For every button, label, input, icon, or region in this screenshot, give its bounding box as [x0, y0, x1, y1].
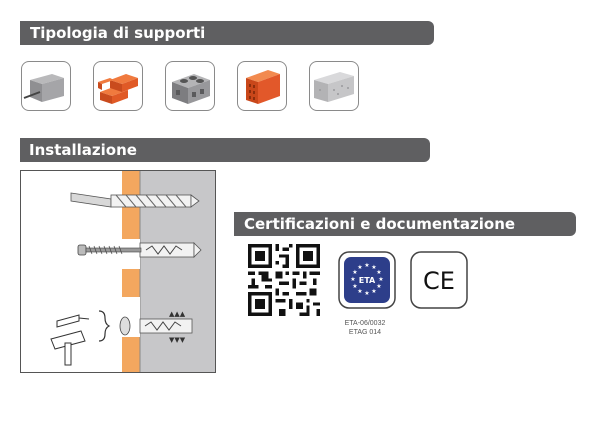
- svg-text:★: ★: [376, 269, 381, 276]
- svg-text:★: ★: [357, 288, 362, 295]
- support-hollow-brick-tile: [237, 61, 287, 111]
- hollow-brick-icon: [246, 70, 280, 104]
- section-header-installazione: Installazione: [20, 138, 430, 162]
- etag-number: ETAG 014: [348, 329, 382, 336]
- svg-text:★: ★: [364, 262, 369, 269]
- installation-diagram: ▲▲▲ ▼▼▼: [20, 170, 216, 373]
- eta-badge-text: ETA: [359, 276, 376, 285]
- qr-code-icon[interactable]: [248, 244, 320, 316]
- svg-text:★: ★: [371, 288, 376, 295]
- svg-text:▲▲▲: ▲▲▲: [169, 310, 186, 318]
- ce-mark-icon: CE: [410, 251, 468, 309]
- section-header-certificazioni: Certificazioni e documentazione tecnica: [234, 212, 576, 257]
- support-aerated-concrete-tile: [309, 61, 359, 111]
- svg-text:★: ★: [352, 283, 357, 290]
- svg-text:★: ★: [357, 264, 362, 271]
- solid-brick-icon: [98, 74, 138, 104]
- hollow-concrete-block-icon: [172, 74, 210, 104]
- svg-text:★: ★: [378, 276, 383, 283]
- support-concrete-block-tile: [21, 61, 71, 111]
- hammer-and-plug-icon: ▲▲▲ ▼▼▼: [50, 297, 193, 366]
- svg-text:★: ★: [364, 290, 369, 297]
- installation-steps-illustration: ▲▲▲ ▼▼▼: [50, 171, 215, 372]
- svg-text:▼▼▼: ▼▼▼: [169, 336, 186, 344]
- aerated-concrete-icon: [314, 72, 354, 102]
- eta-number: ETA-06/0032: [344, 320, 386, 327]
- support-hollow-concrete-block-tile: [165, 61, 215, 111]
- concrete-block-icon: [23, 74, 64, 102]
- drill-bit-icon: [70, 192, 200, 208]
- svg-text:★: ★: [376, 283, 381, 290]
- support-solid-brick-tile: [93, 61, 143, 111]
- eta-certification-icon: ★★★ ★★★ ★★★ ★★★ ETA: [338, 251, 396, 309]
- ce-mark-text: CE: [423, 267, 455, 295]
- svg-text:★: ★: [350, 276, 355, 283]
- section-title: Installazione: [29, 141, 137, 159]
- svg-text:★: ★: [352, 269, 357, 276]
- svg-text:★: ★: [371, 264, 376, 271]
- section-title: Tipologia di supporti: [30, 24, 206, 42]
- screw-and-plug-icon: [77, 239, 202, 269]
- section-header-tipologia: Tipologia di supporti: [20, 21, 434, 45]
